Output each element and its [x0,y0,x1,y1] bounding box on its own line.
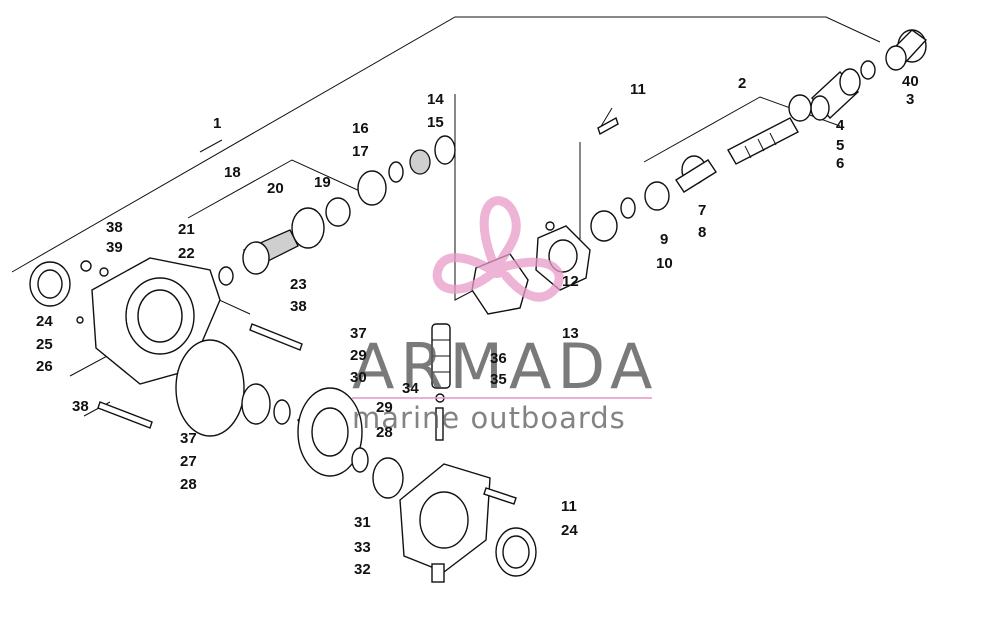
part-callout-11: 11 [630,81,646,98]
part-callout-10: 10 [656,255,673,272]
part-callout-37: 37 [350,325,367,342]
part-callout-8: 8 [698,224,706,241]
part-callout-11: 11 [561,498,577,515]
part-callout-17: 17 [352,143,369,160]
pinion-assembly [218,197,351,286]
watermark-brand: ARMADA [352,330,658,403]
bearing-10 [590,210,618,242]
part-callout-1: 1 [213,115,221,132]
part-callout-7: 7 [698,202,706,219]
part-callout-12: 12 [562,273,579,290]
shaft-6 [727,117,799,165]
part-callout-2: 2 [738,75,746,92]
part-callout-32: 32 [354,561,371,578]
propeller-logo [432,196,564,302]
bolts [97,323,303,429]
part-callout-4: 4 [836,117,845,134]
ring-3 [860,60,876,80]
part-callout-18: 18 [224,164,241,181]
bearing-8 [644,181,670,211]
coupler-4 [810,68,861,121]
part-callout-22: 22 [178,245,195,262]
part-callout-40: 40 [902,73,919,90]
part-callout-37: 37 [180,430,197,447]
part-callout-35: 35 [490,371,507,388]
ring-gear-assembly [175,339,404,499]
part-callout-39: 39 [106,239,123,256]
part-callout-33: 33 [354,539,371,556]
part-callout-29: 29 [350,347,367,364]
clip-9 [620,197,636,219]
upper-bearings [357,135,456,206]
part-callout-24: 24 [561,522,578,539]
part-callout-20: 20 [267,180,284,197]
part-callout-15: 15 [427,114,444,131]
bolt-11-top [597,116,619,136]
part-callout-26: 26 [36,358,53,375]
part-callout-3: 3 [906,91,914,108]
lower-cover [399,463,537,583]
part-callout-9: 9 [660,231,668,248]
part-callout-16: 16 [352,120,369,137]
part-callout-24: 24 [36,313,53,330]
part-callout-38: 38 [72,398,89,415]
part-callout-34: 34 [402,380,419,397]
armada-watermark: ARMADA marine outboards [352,196,658,435]
ring-5 [788,94,812,122]
part-callout-27: 27 [180,453,197,470]
drive-shaft-assembly [590,29,928,242]
boot-40 [885,29,928,71]
part-callout-19: 19 [314,174,331,191]
part-callout-31: 31 [354,514,371,531]
part-callout-30: 30 [350,369,367,386]
part-callout-28: 28 [180,476,197,493]
part-callout-6: 6 [836,155,844,172]
part-callout-13: 13 [562,325,579,342]
part-callout-23: 23 [290,276,307,293]
part-callout-36: 36 [490,350,507,367]
part-callout-38: 38 [106,219,123,236]
part-callout-21: 21 [178,221,195,238]
part-callout-14: 14 [427,91,444,108]
flange-7 [675,155,717,193]
watermark-tagline: marine outboards [352,401,626,435]
part-callout-38: 38 [290,298,307,315]
part-callout-29: 29 [376,399,393,416]
part-callout-28: 28 [376,424,393,441]
breather-assembly [431,323,451,441]
part-callout-5: 5 [836,137,844,154]
part-callout-25: 25 [36,336,53,353]
